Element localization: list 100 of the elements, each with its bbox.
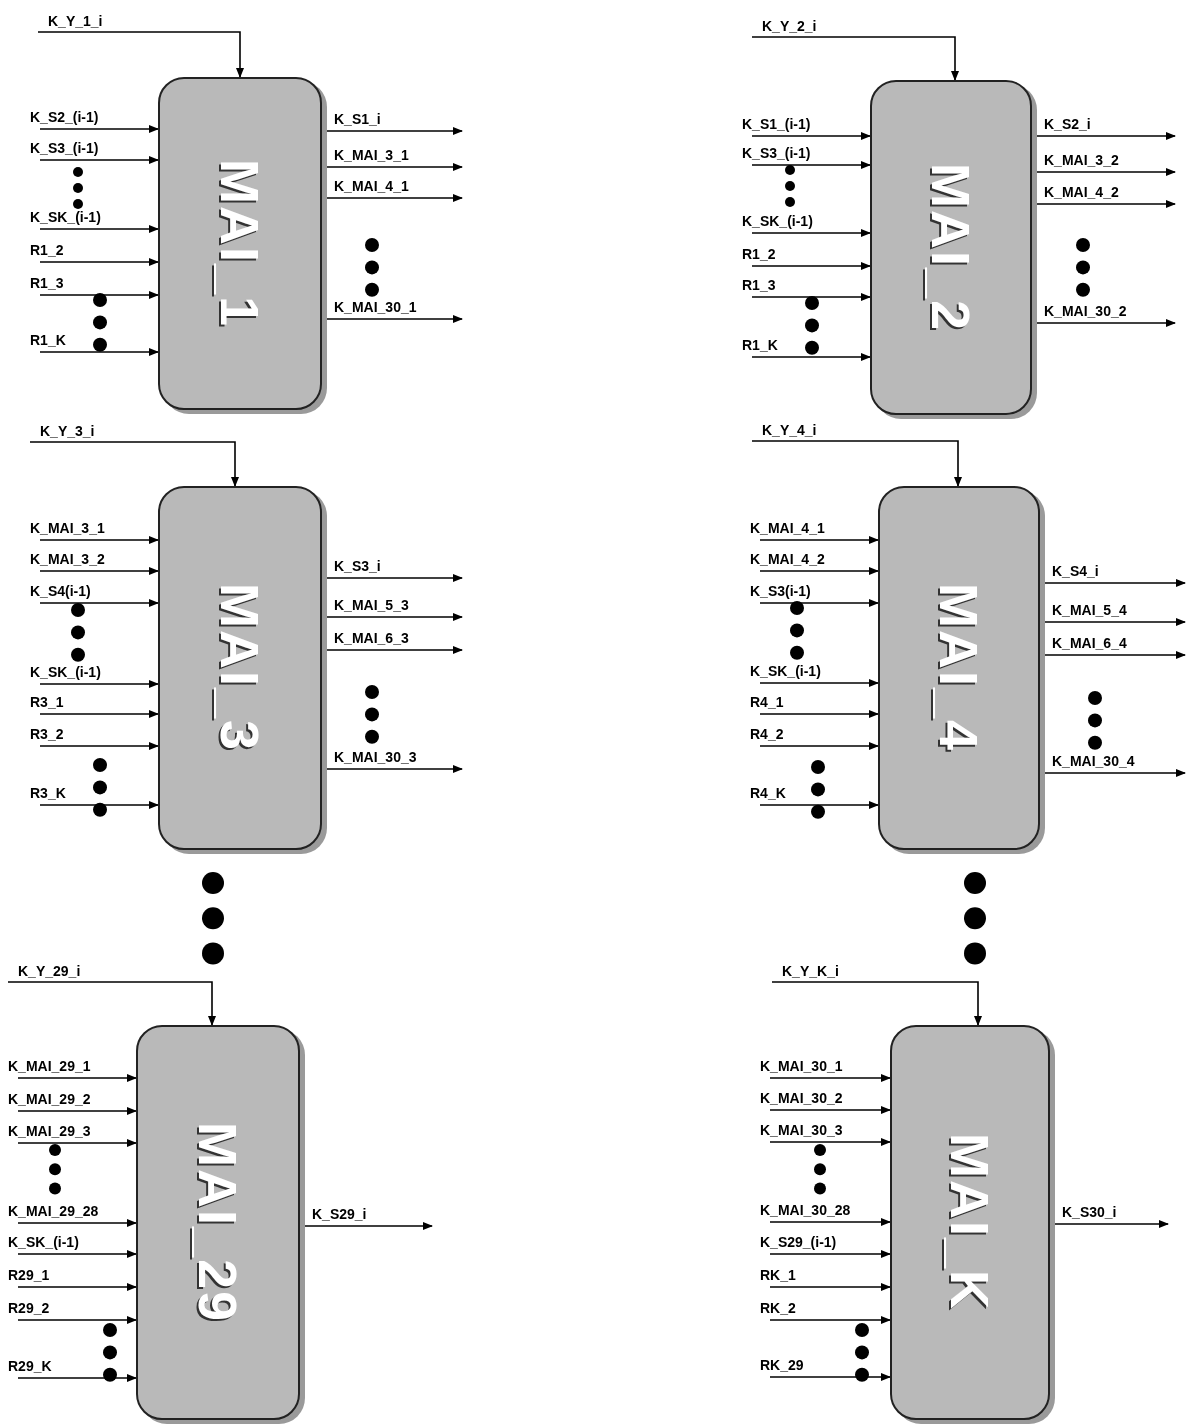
signal-label: RK_29: [760, 1357, 804, 1373]
arrow: [771, 981, 982, 1026]
arrow: [39, 710, 159, 718]
signal-label: K_MAI_6_4: [1052, 635, 1127, 651]
arrow: [39, 291, 159, 299]
block-title: MAI_1: [213, 158, 267, 328]
arrow: [751, 262, 871, 270]
arrow: [759, 801, 879, 809]
signal-label: K_MAI_30_2: [1044, 303, 1127, 319]
signal-label: K_MAI_5_3: [334, 597, 409, 613]
arrow: [751, 36, 959, 81]
arrow: [39, 536, 159, 544]
signal-label: K_MAI_30_2: [760, 1090, 843, 1106]
signal-label: K_S3_(i-1): [30, 140, 99, 156]
signal-label: K_MAI_3_2: [1044, 152, 1119, 168]
arrow: [17, 1374, 137, 1382]
signal-label: R4_2: [750, 726, 784, 742]
arrow: [39, 567, 159, 575]
signal-label: K_S29_(i-1): [760, 1234, 837, 1250]
signal-label: K_SK_(i-1): [30, 209, 101, 225]
signal-label: K_MAI_3_2: [30, 551, 105, 567]
arrow: [751, 132, 871, 140]
arrow: [39, 348, 159, 356]
arrow: [39, 680, 159, 688]
signal-label: K_S1_i: [334, 111, 381, 127]
arrow: [39, 801, 159, 809]
signal-label: R1_K: [742, 337, 778, 353]
arrow: [39, 225, 159, 233]
signal-label: K_S3(i-1): [750, 583, 811, 599]
signal-label: K_MAI_4_1: [750, 520, 825, 536]
arrow: [769, 1250, 891, 1258]
arrow: [17, 1250, 137, 1258]
arrow: [39, 599, 159, 607]
block-title: MAI_29: [191, 1121, 245, 1324]
arrow: [7, 981, 216, 1026]
signal-label: K_MAI_5_4: [1052, 602, 1127, 618]
signal-label: K_MAI_29_3: [8, 1123, 91, 1139]
signal-label: K_MAI_6_3: [334, 630, 409, 646]
signal-label: K_S29_i: [312, 1206, 367, 1222]
arrow: [751, 440, 962, 487]
signal-label: RK_1: [760, 1267, 796, 1283]
arrow: [17, 1074, 137, 1082]
signal-label: R29_K: [8, 1358, 52, 1374]
arrow: [769, 1074, 891, 1082]
arrow: [29, 441, 239, 487]
block-title: MAI_3: [213, 583, 267, 753]
signal-label: K_MAI_30_3: [760, 1122, 843, 1138]
signal-label: K_MAI_29_1: [8, 1058, 91, 1074]
signal-label: K_MAI_30_1: [760, 1058, 843, 1074]
signal-label: K_MAI_30_3: [334, 749, 417, 765]
signal-label: K_MAI_4_2: [750, 551, 825, 567]
signal-label: K_S3_(i-1): [742, 145, 811, 161]
signal-label: K_S1_(i-1): [742, 116, 811, 132]
signal-label: K_MAI_3_1: [30, 520, 105, 536]
signal-label: K_MAI_30_4: [1052, 753, 1135, 769]
signal-label: R1_3: [30, 275, 64, 291]
arrow: [39, 258, 159, 266]
arrow: [17, 1219, 137, 1227]
signal-label: K_S4(i-1): [30, 583, 91, 599]
signal-label: K_S3_i: [334, 558, 381, 574]
arrow: [17, 1139, 137, 1147]
arrow: [39, 156, 159, 164]
signal-label: K_MAI_29_28: [8, 1203, 99, 1219]
signal-label: K_SK_(i-1): [750, 663, 821, 679]
signal-label: R29_1: [8, 1267, 50, 1283]
signal-label: K_MAI_29_2: [8, 1091, 91, 1107]
arrow: [769, 1138, 891, 1146]
arrow: [17, 1316, 137, 1324]
arrow: [759, 599, 879, 607]
signal-label: R1_2: [742, 246, 776, 262]
arrow: [759, 742, 879, 750]
arrow: [751, 293, 871, 301]
signal-label: R1_3: [742, 277, 776, 293]
arrow: [39, 125, 159, 133]
signal-label: R3_1: [30, 694, 64, 710]
arrow: [751, 161, 871, 169]
signal-label: K_SK_(i-1): [30, 664, 101, 680]
arrow: [759, 679, 879, 687]
block-title: MAI_K: [943, 1133, 997, 1312]
signal-label: K_S2_(i-1): [30, 109, 99, 125]
signal-label: R4_K: [750, 785, 786, 801]
signal-label: K_S2_i: [1044, 116, 1091, 132]
signal-label: K_Y_1_i: [48, 13, 103, 29]
signal-label: K_MAI_4_2: [1044, 184, 1119, 200]
signal-label: R3_K: [30, 785, 66, 801]
arrow: [751, 229, 871, 237]
block-title: MAI_4: [932, 583, 986, 753]
arrow: [759, 536, 879, 544]
signal-label: RK_2: [760, 1300, 796, 1316]
arrow: [17, 1283, 137, 1291]
signal-label: K_SK_(i-1): [742, 213, 813, 229]
signal-label: R1_K: [30, 332, 66, 348]
signal-label: K_MAI_30_28: [760, 1202, 851, 1218]
arrow: [769, 1316, 891, 1324]
arrow: [39, 742, 159, 750]
signal-label: R3_2: [30, 726, 64, 742]
signal-label: K_MAI_30_1: [334, 299, 417, 315]
signal-label: K_Y_2_i: [762, 18, 817, 34]
signal-label: K_S4_i: [1052, 563, 1099, 579]
arrow: [759, 567, 879, 575]
